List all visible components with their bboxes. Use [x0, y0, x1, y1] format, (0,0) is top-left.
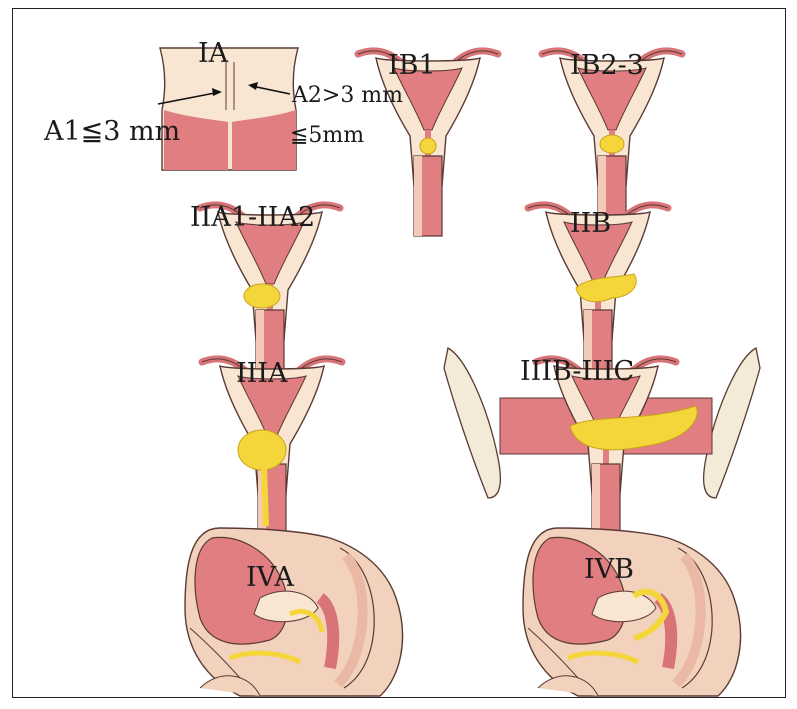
label-ib1: IB1 [388, 50, 436, 81]
label-iia: IIA1-IIA2 [190, 202, 315, 233]
label-iib: IIB [570, 208, 611, 239]
label-a1: A1≦3 mm [43, 116, 180, 147]
label-ia: IA [198, 38, 229, 69]
label-a2: A2>3 mm [291, 83, 403, 108]
stage-iva-illustration [185, 528, 403, 696]
label-ib2-3: IB2-3 [570, 50, 644, 81]
label-ivb: IVB [584, 554, 634, 585]
label-iiib-iiic: IIIB-IIIC [520, 356, 634, 387]
label-depth: ≦5mm [290, 123, 364, 148]
label-iva: IVA [246, 562, 294, 593]
label-iiia: IIIA [236, 358, 288, 389]
